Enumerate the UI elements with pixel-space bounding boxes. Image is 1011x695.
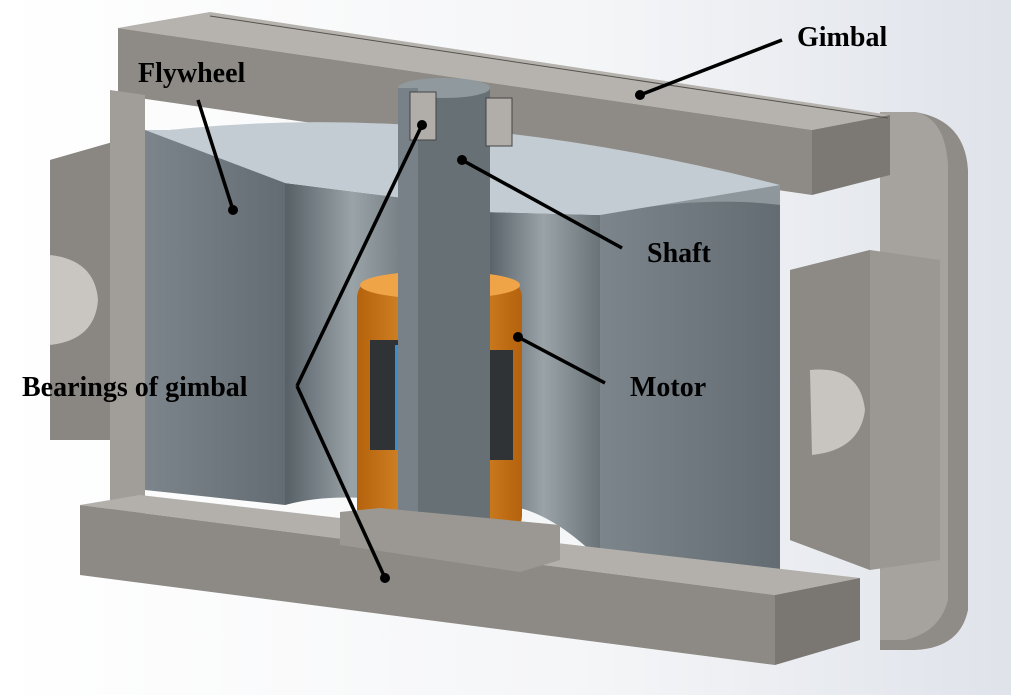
leader-flywheel: [196, 99, 235, 211]
leader-lines: [196, 38, 783, 579]
leader-motor: [517, 335, 606, 385]
label-motor: Motor: [630, 372, 707, 403]
dot-shaft: [457, 155, 467, 165]
gimbal-left-post: [110, 90, 145, 520]
leader-shaft: [461, 158, 623, 250]
leader-bearing-bottom: [295, 385, 387, 579]
leader-gimbal: [639, 38, 783, 97]
flywheel: [145, 122, 780, 574]
label-shaft: Shaft: [647, 238, 711, 269]
dot-motor: [513, 332, 523, 342]
label-gimbal: Gimbal: [797, 22, 888, 53]
gimbal-bottom-bar: [80, 495, 860, 665]
leader-dots: [228, 90, 645, 583]
dot-bearing-top: [417, 120, 427, 130]
dot-gimbal: [635, 90, 645, 100]
leader-bearing-top: [295, 124, 424, 387]
label-flywheel: Flywheel: [138, 58, 246, 89]
dot-bearing-bottom: [380, 573, 390, 583]
dot-flywheel: [228, 205, 238, 215]
gimbal-right-block: [790, 250, 940, 570]
label-bearings-of-gimbal: Bearings of gimbal: [22, 372, 248, 403]
